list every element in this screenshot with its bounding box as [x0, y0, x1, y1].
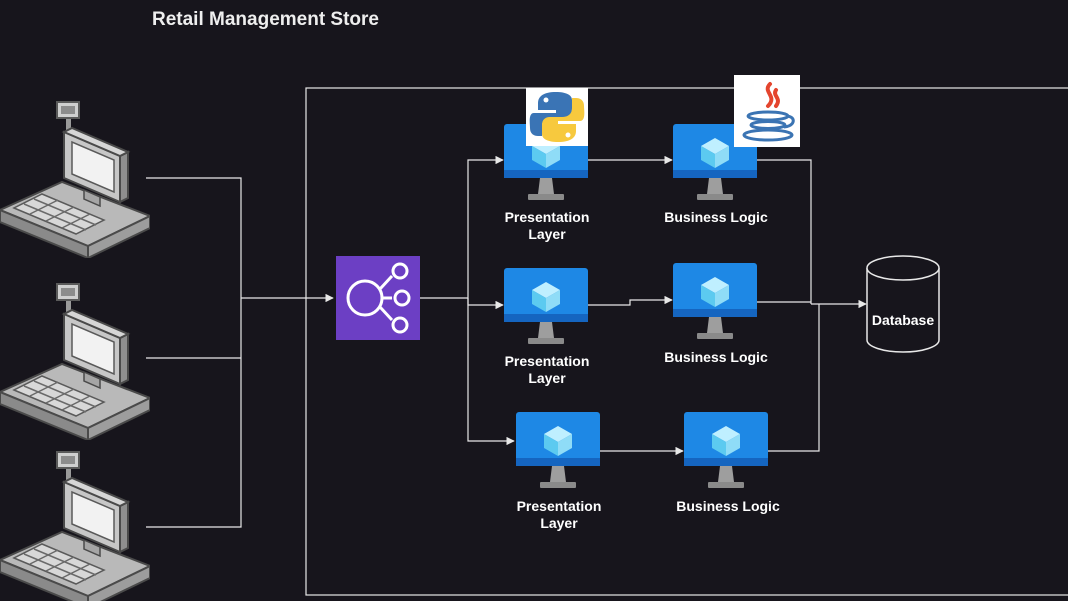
java-logo-icon [734, 75, 800, 147]
database-icon [866, 255, 940, 353]
presentation-layer-icon [516, 412, 600, 488]
business-logic-icon [673, 263, 757, 339]
pos-terminal-icon [0, 283, 150, 440]
db-connectors [757, 159, 867, 452]
page-title: Retail Management Store [152, 9, 379, 30]
system-boundary [305, 87, 1068, 596]
pos-terminal-icon [0, 101, 150, 258]
tier-connectors [588, 155, 684, 456]
python-logo-icon [526, 88, 588, 146]
business-logic-label: Business Logic [664, 209, 768, 225]
database-label: Database [871, 312, 935, 328]
pos-terminal-icon [0, 451, 150, 601]
business-logic-label: Business Logic [664, 349, 768, 365]
pos-connectors [146, 177, 334, 528]
business-logic-label: Business Logic [676, 498, 780, 514]
presentation-layer-icon [504, 268, 588, 344]
lb-connectors [420, 155, 515, 446]
business-logic-icon [684, 412, 768, 488]
load-balancer-icon [336, 256, 420, 340]
